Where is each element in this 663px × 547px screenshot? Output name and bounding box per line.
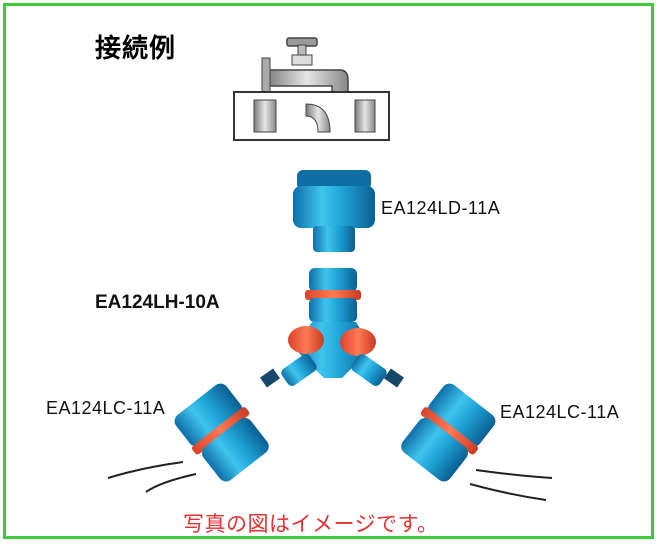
y-connector-image xyxy=(260,268,404,388)
hose-connector-right-image xyxy=(401,383,496,482)
hose-connector-right-label: EA124LC-11A xyxy=(500,402,620,422)
y-connector-label: EA124LH-10A xyxy=(95,292,220,313)
hose-connector-left-image xyxy=(174,383,269,482)
faucet-adapter-image xyxy=(293,170,375,252)
faucet-adapter-label: EA124LD-11A xyxy=(381,198,501,218)
hose-right-line xyxy=(475,469,553,479)
adapter-options-box xyxy=(233,91,390,141)
page-title: 接続例 xyxy=(95,34,177,64)
hose-left-line xyxy=(107,461,184,479)
hose-connector-left-label: EA124LC-11A xyxy=(46,398,166,418)
faucet-icon xyxy=(261,37,349,99)
image-disclaimer-caption: 写真の図はイメージです。 xyxy=(183,512,439,536)
